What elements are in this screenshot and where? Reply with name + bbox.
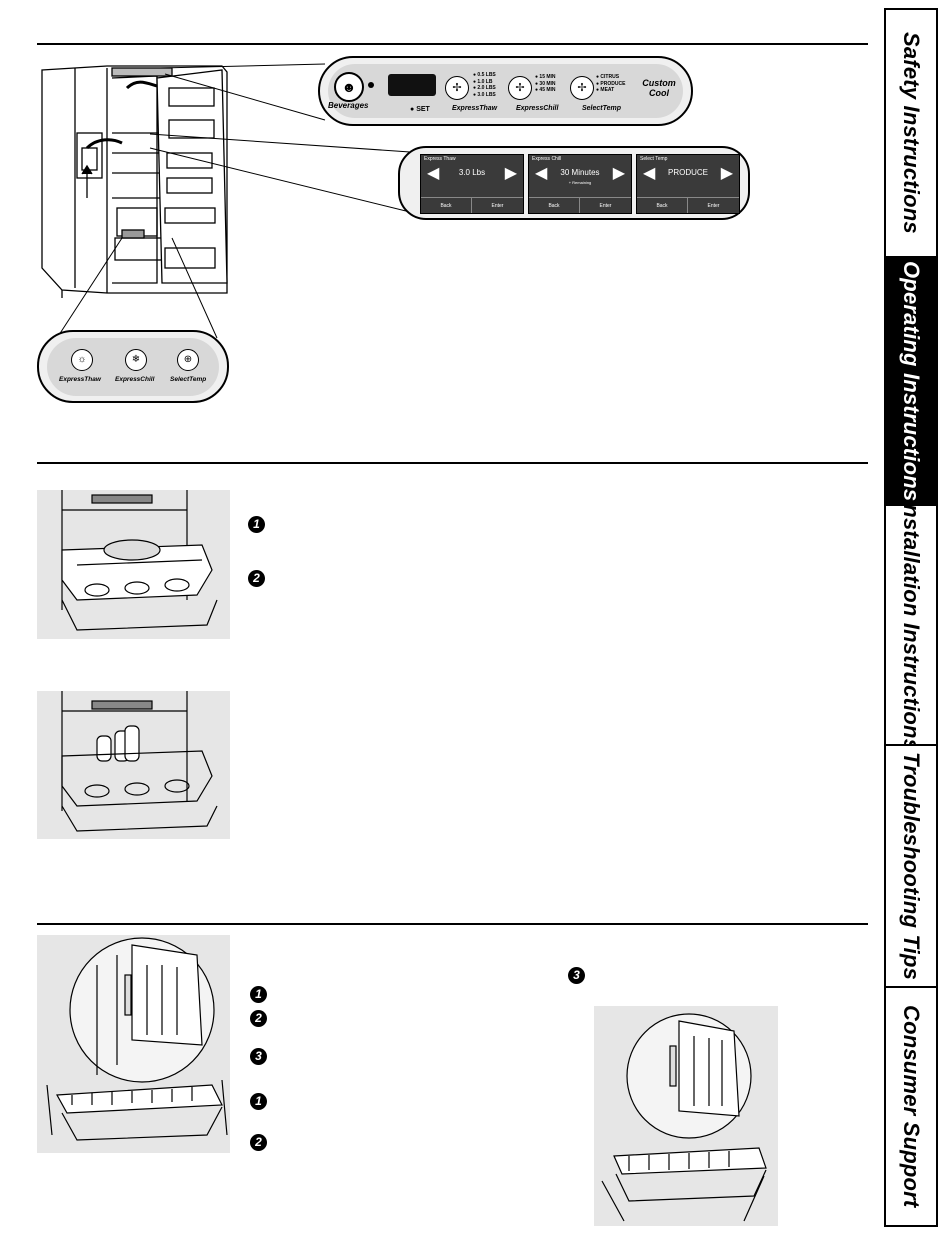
temp-options: ● CITRUS ● PRODUCE ● MEAT — [596, 74, 626, 93]
replace-step-1-badge: 1 — [250, 1093, 267, 1110]
tab-operating-label: Operating Instructions — [899, 260, 924, 502]
thaw-options: ● 0.5 LBS ● 1.0 LB ● 2.0 LBS ● 3.0 LBS — [473, 72, 496, 98]
select-temp-button[interactable]: ✢ — [570, 76, 594, 100]
section-rule-middle — [37, 462, 868, 464]
left-arrow-icon[interactable]: ◀ — [535, 165, 548, 182]
removal-step-2-badge: 2 — [250, 1010, 267, 1027]
screen-title: Express Chill — [532, 156, 562, 162]
display-screen: Express Chill ◀ 30 Minutes + Remaining ▶ Back… — [528, 154, 632, 214]
express-chill-lower-button[interactable]: ❄ — [125, 349, 147, 371]
tab-installation-label: Installation Instructions — [899, 506, 924, 746]
express-chill-button[interactable]: ✢ — [508, 76, 532, 100]
back-button[interactable]: Back — [637, 197, 688, 213]
screen-value: 30 Minutes — [560, 168, 600, 177]
back-button[interactable]: Back — [529, 197, 580, 213]
tab-consumer-label: Consumer Support — [899, 1005, 924, 1208]
callout-lines — [149, 63, 411, 213]
screen-title: Express Thaw — [424, 156, 456, 162]
select-temp-label: SelectTemp — [582, 105, 622, 112]
custom-cool-label: Custom Cool — [642, 78, 676, 98]
tab-installation-instructions[interactable]: Installation Instructions — [886, 506, 936, 746]
right-arrow-icon[interactable]: ▶ — [720, 165, 733, 182]
enter-button[interactable]: Enter — [580, 197, 631, 213]
left-arrow-icon[interactable]: ◀ — [643, 165, 656, 182]
drawer-removal-image-2 — [594, 1006, 778, 1226]
replace-step-2-badge: 2 — [250, 1134, 267, 1151]
screen-value: PRODUCE — [667, 168, 708, 177]
screen-subtext: + Remaining — [568, 180, 592, 185]
removal-step-3-badge: 3 — [250, 1048, 267, 1065]
section-rule-bottom — [37, 923, 868, 925]
left-arrow-icon[interactable]: ◀ — [427, 165, 440, 182]
tab-operating-instructions[interactable]: Operating Instructions — [886, 258, 936, 506]
right-arrow-icon[interactable]: ▶ — [504, 165, 517, 182]
drawer-image-1 — [37, 490, 230, 639]
drawer-removal-image-1 — [37, 935, 230, 1153]
upper-control-panel: ☻ Beverages ● SET ✢ ● 0.5 LBS ● 1.0 LB ●… — [318, 56, 693, 126]
tab-safety-instructions[interactable]: Safety Instructions — [886, 10, 936, 258]
lcd-display — [388, 74, 436, 96]
express-thaw-lower-label: ExpressThaw — [59, 376, 101, 383]
lower-control-panel: ☼ ❄ ⊕ ExpressThaw ExpressChill SelectTem… — [37, 330, 229, 403]
tab-safety-label: Safety Instructions — [899, 32, 924, 234]
tab-troubleshooting-tips[interactable]: Troubleshooting Tips — [886, 746, 936, 988]
express-thaw-button[interactable]: ✢ — [445, 76, 469, 100]
chill-options: ● 15 MIN ● 30 MIN ● 45 MIN — [535, 74, 556, 93]
removal-step-1-badge: 1 — [250, 986, 267, 1003]
section-tabs: Safety Instructions Operating Instructio… — [884, 8, 938, 1227]
screen-title: Select Temp — [640, 156, 668, 162]
step-1-badge: 1 — [248, 516, 265, 533]
tab-troubleshooting-label: Troubleshooting Tips — [899, 751, 924, 981]
back-button[interactable]: Back — [421, 197, 472, 213]
screen-value: 3.0 Lbs — [458, 168, 486, 177]
enter-button[interactable]: Enter — [688, 197, 739, 213]
right-arrow-icon[interactable]: ▶ — [612, 165, 625, 182]
section-rule-top — [37, 43, 868, 45]
select-temp-lower-label: SelectTemp — [170, 376, 207, 383]
select-temp-lower-button[interactable]: ⊕ — [177, 349, 199, 371]
beverages-icon[interactable]: ☻ — [334, 72, 364, 102]
right-step-3-badge: 3 — [568, 967, 585, 984]
express-thaw-lower-button[interactable]: ☼ — [71, 349, 93, 371]
express-chill-lower-label: ExpressChill — [115, 376, 155, 383]
tab-consumer-support[interactable]: Consumer Support — [886, 988, 936, 1225]
refrigerator-illustration — [41, 65, 228, 339]
set-label: ● SET — [410, 106, 430, 113]
step-2-badge: 2 — [248, 570, 265, 587]
express-chill-label: ExpressChill — [516, 105, 559, 112]
drawer-image-2 — [37, 691, 230, 839]
indicator-dot — [368, 82, 374, 88]
beverages-label: Beverages — [328, 101, 369, 110]
express-thaw-label: ExpressThaw — [452, 105, 498, 112]
enter-button[interactable]: Enter — [472, 197, 523, 213]
